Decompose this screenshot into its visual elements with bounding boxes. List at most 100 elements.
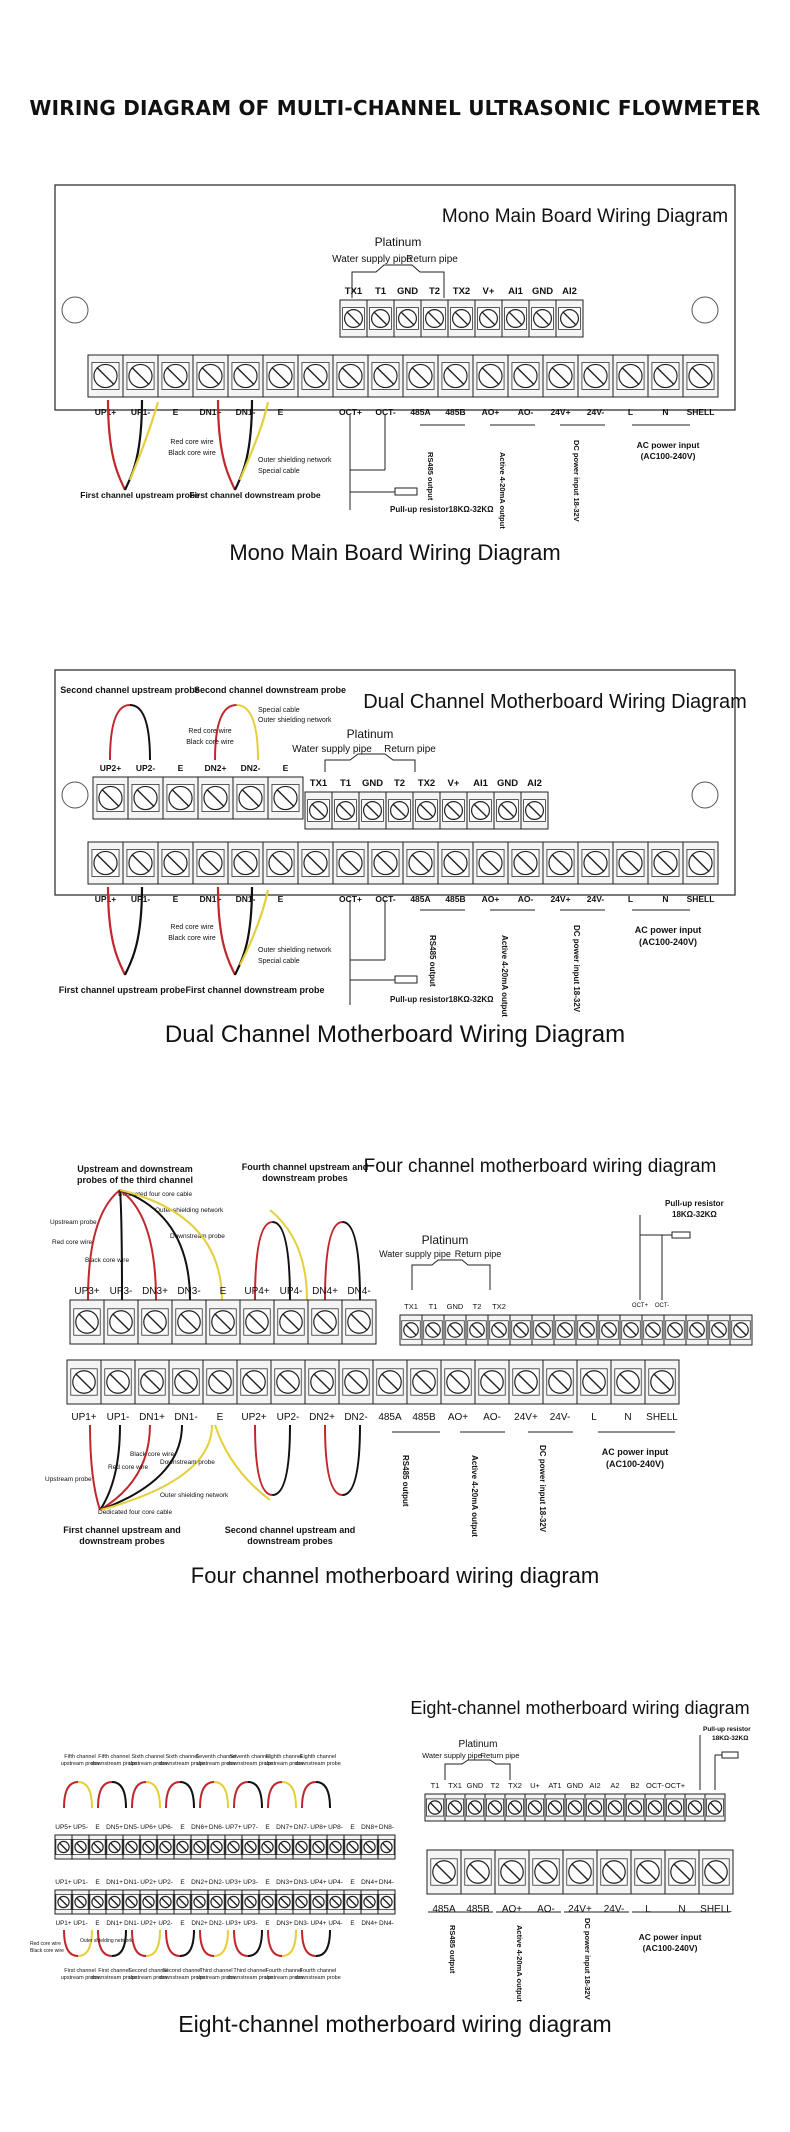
terminal-label: DN1+ [139, 1412, 165, 1423]
terminal-label: TX1 [310, 778, 328, 789]
platinum-sensor-wire [324, 753, 416, 772]
terminal-label: OCT+ [665, 1781, 686, 1790]
terminal-gnd-slot [500, 803, 515, 818]
terminal-dn3--slot [279, 1897, 290, 1907]
ch1-probe-arc-b [77, 1929, 93, 1957]
ch5-probe-arc-a [199, 1929, 215, 1957]
outer-shield-label: Outer shielding network [80, 1938, 133, 1944]
terminal-dn6--slot [211, 1842, 222, 1852]
dual-heading: Dual Channel Motherboard Wiring Diagram [363, 691, 747, 713]
pullup-label: Pull-up resistor18KΩ-32KΩ [390, 505, 494, 514]
terminal-label: UP1- [131, 894, 151, 904]
lower-terminal-label: DN1- [124, 1920, 139, 1927]
red-core-label: Red core wire [170, 924, 213, 931]
terminal-485a-slot [411, 366, 430, 386]
ac-power-label: AC power input [602, 1447, 669, 1457]
lower-terminal-label: DN4- [379, 1920, 394, 1927]
upper-probe-label-b: upstream probe [129, 1761, 168, 1767]
pullup-label-1: Pull-up resistor [703, 1726, 751, 1733]
terminal-label: UP8- [328, 1824, 343, 1831]
terminal-label: GND [567, 1781, 584, 1790]
terminal-dn8--slot [364, 1842, 375, 1852]
terminal-label: T2 [491, 1781, 500, 1790]
terminal-dn2--slot [206, 788, 225, 808]
terminal-up1--slot [109, 1373, 127, 1391]
terminal-label: N [678, 1904, 685, 1915]
ch6-probe-arc-b [247, 1929, 263, 1957]
fourth-probes-label-2: downstream probes [262, 1173, 348, 1183]
terminal-label: DN3+ [142, 1286, 168, 1297]
terminal-up2--slot [143, 1897, 154, 1907]
ch8-probe-arc-b [315, 1929, 331, 1957]
ch3-wire-3 [119, 1189, 191, 1301]
terminal-oct--slot [341, 853, 360, 873]
terminal-dn8--slot [381, 1842, 392, 1852]
four-heading: Four channel motherboard wiring diagram [364, 1156, 717, 1177]
terminal-tx2-slot [509, 1802, 521, 1813]
terminal-label: UP2+ [140, 1879, 157, 1886]
terminal-label: AO+ [482, 894, 500, 904]
platinum-label: Platinum [422, 1233, 469, 1247]
terminal-label: UP2+ [100, 763, 122, 773]
red-core-label: Red core wire [170, 439, 213, 446]
first-probes-label-2: downstream probes [79, 1536, 165, 1546]
lower-probe-label-b: downstream probe [295, 1975, 341, 1981]
active420-label: Active 4-20mA output [498, 452, 507, 529]
lower-terminal-label: DN3+ [276, 1920, 293, 1927]
ch4-up-arc-a [254, 1221, 273, 1301]
terminal-e-slot [262, 1842, 273, 1852]
terminal-label: E [173, 407, 179, 417]
terminal-blank-slot [581, 1324, 593, 1336]
dual-ch1-down-wire-b [233, 886, 254, 976]
terminal-485a-slot [411, 853, 430, 873]
special-cable-label: Special cable [258, 958, 300, 965]
terminal-blank-slot [625, 1324, 637, 1336]
terminal-up2--slot [136, 788, 155, 808]
ac-power-label: AC power input [639, 1932, 702, 1942]
terminal-dn2--slot [347, 1373, 365, 1391]
terminal-label: AI2 [562, 286, 577, 297]
ch5-probe-arc-b [213, 1929, 229, 1957]
terminal-t2-slot [392, 803, 407, 818]
first-down-label: First channel downstream probe [185, 985, 324, 995]
ch2-probe-arc-a [97, 1929, 113, 1957]
rs485-label: RS485 output [426, 452, 435, 501]
upper-probe-label-b: upstream probe [61, 1761, 100, 1767]
ch8-probe-arc-a [165, 1781, 181, 1809]
terminal-up1--slot [96, 366, 115, 386]
ac-power-range: (AC100-240V) [643, 1943, 698, 1953]
terminal-label: AO- [518, 407, 534, 417]
terminal-blank-slot [713, 1324, 725, 1336]
ch3-wire-2 [119, 1189, 157, 1301]
terminal-ao--slot [481, 366, 500, 386]
terminal-dn3--slot [180, 1313, 198, 1331]
lower-probe-label-b: downstream probe [227, 1975, 273, 1981]
terminal-24v--slot [571, 1863, 589, 1881]
pullup-resistor [671, 1231, 691, 1239]
dual-ch2-up-arc-b [129, 704, 151, 761]
black-core-label: Black core wire [168, 935, 216, 942]
terminal-label: UP2- [158, 1879, 173, 1886]
terminal-blank-slot [537, 1324, 549, 1336]
terminal-dn3--slot [296, 1897, 307, 1907]
terminal-dn1--slot [177, 1373, 195, 1391]
terminal-label: 24V+ [514, 1412, 538, 1423]
special-cable-label: Special cable [258, 468, 300, 475]
terminal-shell-slot [707, 1863, 725, 1881]
first-down-label: First channel downstream probe [189, 490, 321, 500]
terminal-label: T2 [394, 778, 405, 789]
terminal-label: AI1 [473, 778, 489, 789]
terminal-up6--slot [160, 1842, 171, 1852]
upper-probe-label-b: upstream probe [265, 1761, 304, 1767]
terminal-label: DN1- [124, 1879, 139, 1886]
terminal-label: AI2 [589, 1781, 600, 1790]
ch10-probe-arc-b [247, 1781, 263, 1809]
terminal-label: GND [532, 286, 553, 297]
terminal-label: UP5+ [55, 1824, 72, 1831]
pullup-label-2: 18KΩ-32KΩ [672, 1210, 717, 1219]
terminal-up5--slot [58, 1842, 69, 1852]
terminal-label: AI1 [508, 286, 524, 297]
terminal-label: UP4- [328, 1879, 343, 1886]
ch10-probe-arc-a [233, 1781, 249, 1809]
terminal-blank-slot [647, 1324, 659, 1336]
